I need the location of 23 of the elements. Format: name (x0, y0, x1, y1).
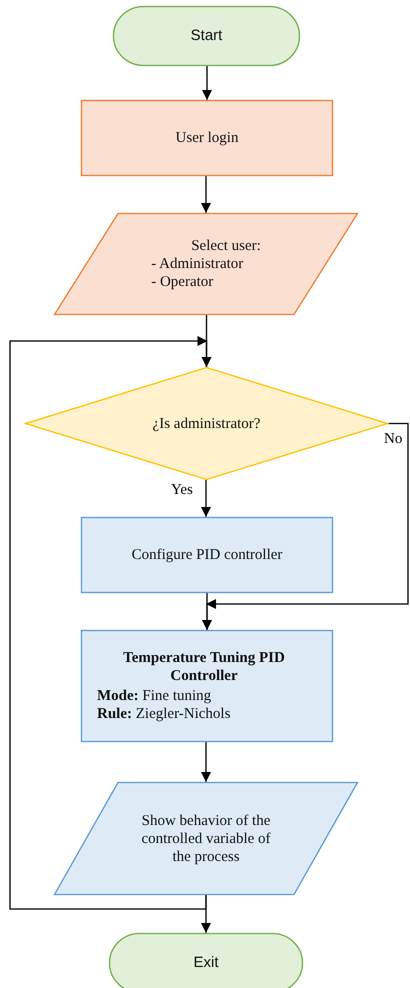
process-box (81, 100, 333, 176)
node-title: Temperature Tuning PID Controller (122, 649, 286, 685)
arrow (201, 480, 211, 517)
arrow (202, 593, 212, 630)
parameter-line: Rule: Ziegler-Nichols (97, 705, 232, 723)
node-label: ¿Is administrator? (152, 414, 260, 432)
data-parallelogram (54, 782, 358, 895)
arrow (202, 66, 212, 100)
terminal-label: Exit (193, 954, 218, 972)
terminal-shape (109, 933, 303, 988)
process-box (81, 517, 333, 593)
list-item: - Operator (151, 273, 214, 291)
terminal-label: Start (190, 27, 222, 45)
list-item: - Administrator (151, 255, 244, 273)
node-label: Configure PID controller (132, 546, 282, 564)
arrow (201, 176, 211, 213)
node-label: User login (176, 129, 238, 147)
process-box (81, 630, 333, 742)
arrow (201, 742, 211, 782)
node-label: Show behavior of the controlled variable of the process (140, 812, 272, 866)
node-label: Select user: (191, 237, 261, 255)
data-parallelogram (54, 213, 358, 315)
parameter-line: Mode: Fine tuning (97, 687, 212, 705)
